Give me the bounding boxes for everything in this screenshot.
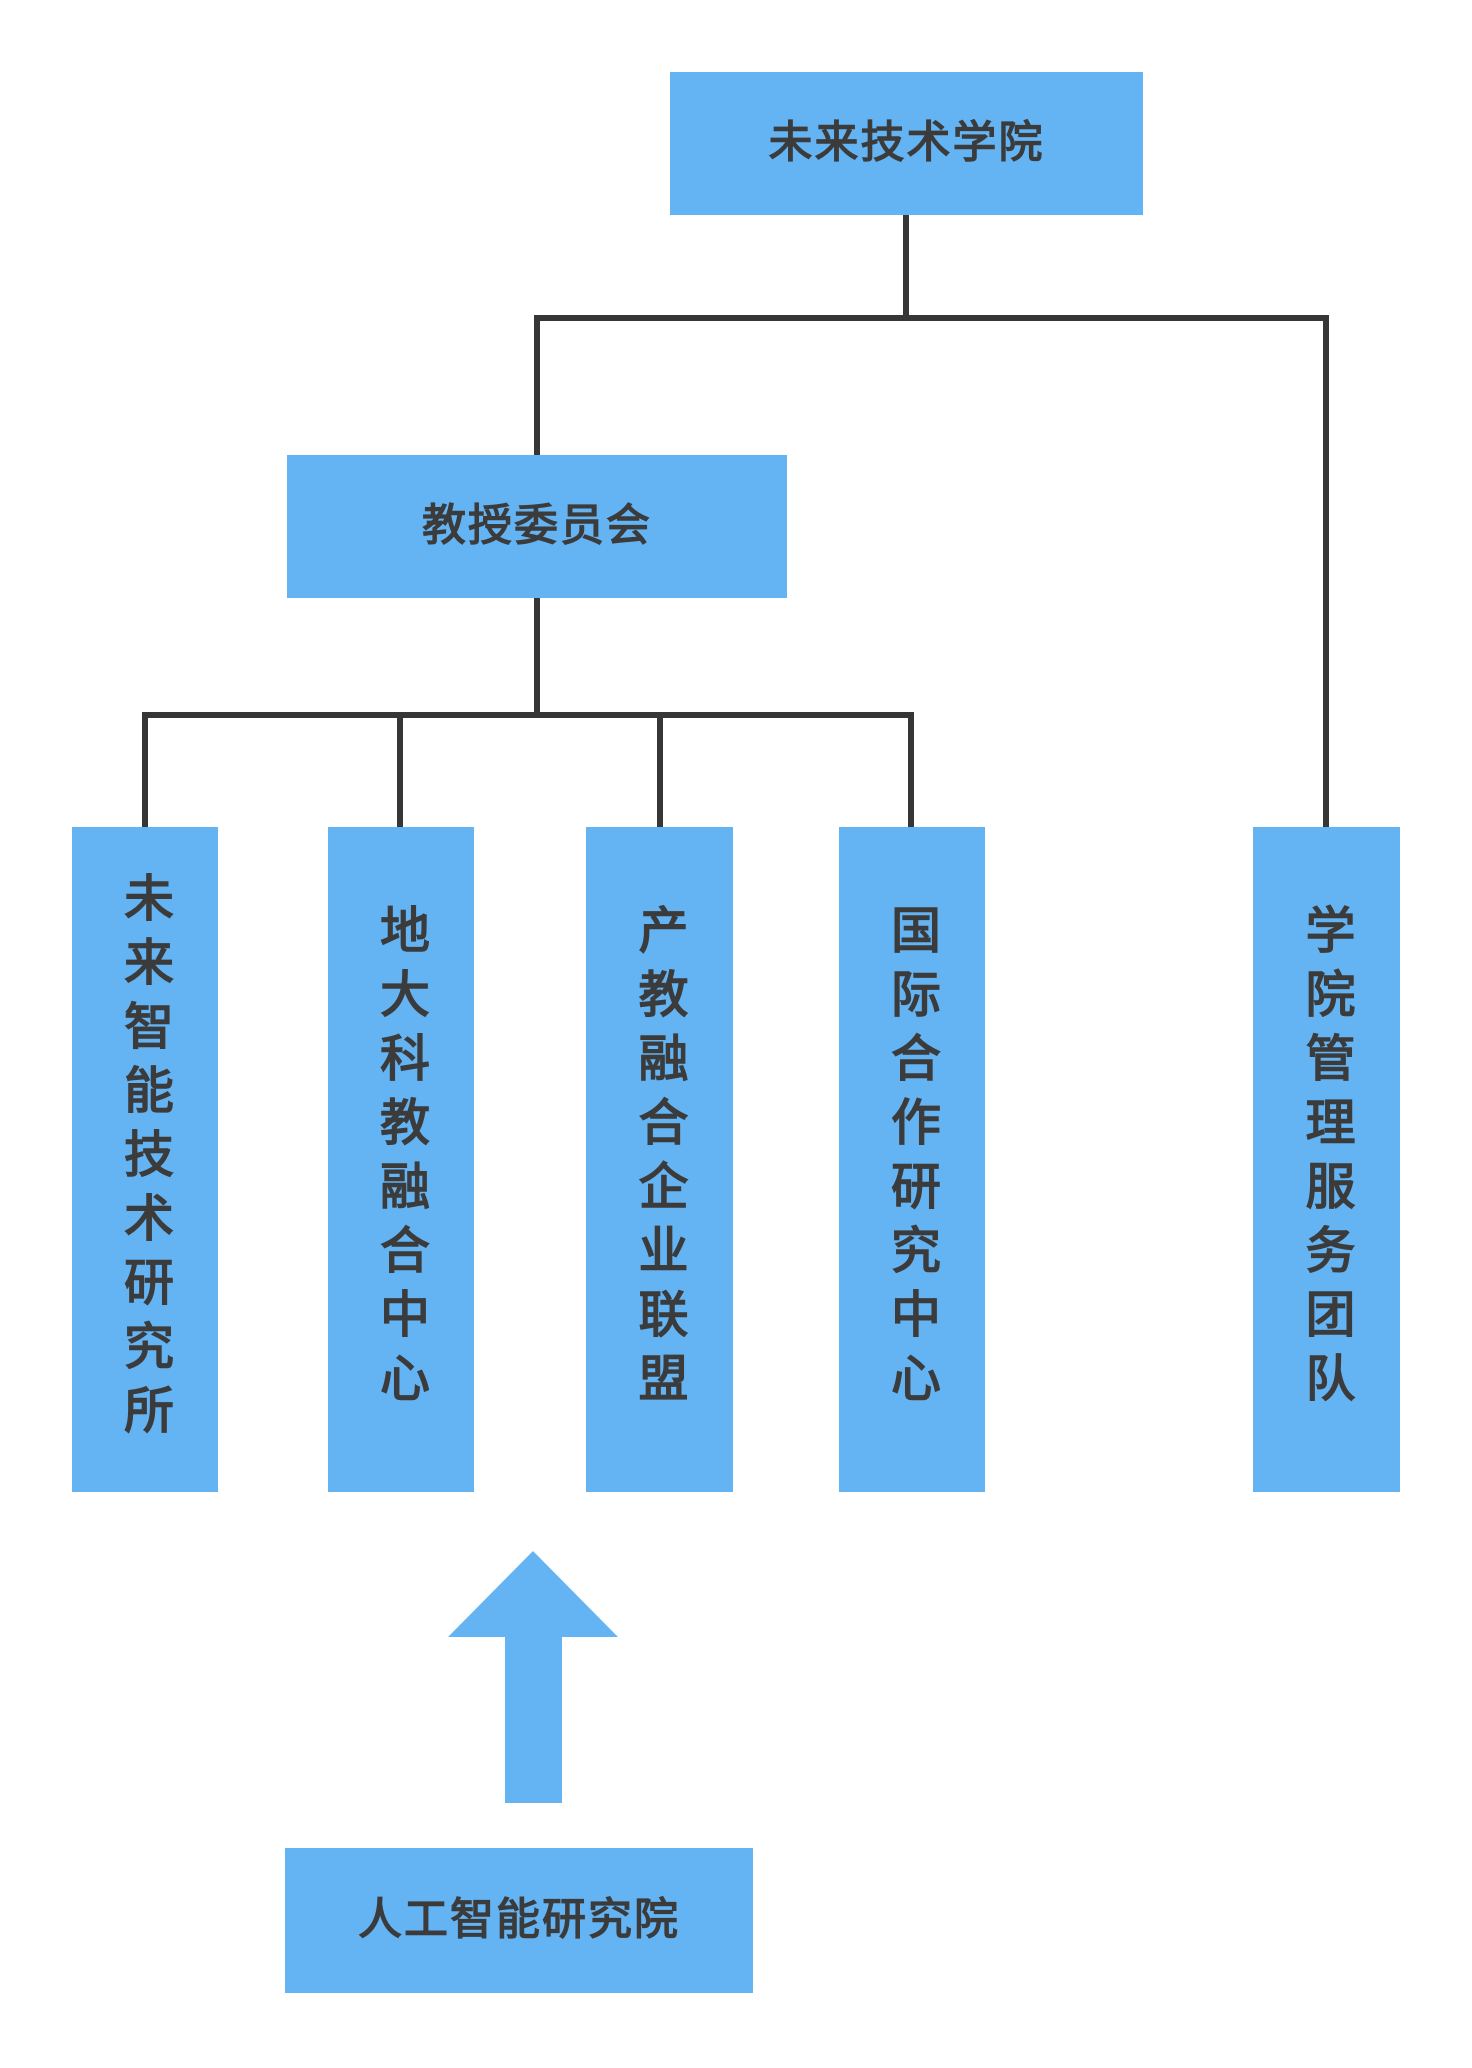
connector-drop-dep3 [908, 712, 914, 827]
connector-level2-horizontal [142, 712, 914, 718]
connector-committee-drop [534, 598, 540, 712]
node-ai-research-institute: 人工智能研究院 [285, 1848, 753, 1993]
node-future-intelligent-tech-institute: 未来智能技术研究所 [72, 827, 218, 1492]
node-label: 未来技术学院 [768, 118, 1045, 168]
connector-committee-riser [534, 315, 540, 455]
connector-level1-horizontal [534, 315, 1329, 321]
node-label: 未来智能技术研究所 [117, 871, 173, 1448]
node-didà-sci-edu-fusion-center: 地大科教融合中心 [328, 827, 474, 1492]
node-future-technology-college: 未来技术学院 [670, 72, 1143, 215]
node-international-cooperation-research-center: 国际合作研究中心 [839, 827, 985, 1492]
connector-drop-dep2 [657, 712, 663, 827]
node-college-management-service-team: 学院管理服务团队 [1253, 827, 1400, 1492]
node-label: 教授委员会 [422, 501, 652, 551]
node-label: 地大科教融合中心 [373, 903, 429, 1416]
node-label: 产教融合企业联盟 [631, 903, 688, 1416]
connector-root-drop [903, 215, 909, 321]
node-professor-committee: 教授委员会 [287, 455, 787, 598]
connector-drop-dep0 [142, 712, 148, 827]
up-arrow-icon [448, 1551, 618, 1803]
node-industry-education-enterprise-alliance: 产教融合企业联盟 [586, 827, 733, 1492]
node-label: 国际合作研究中心 [884, 903, 940, 1416]
node-label: 人工智能研究院 [358, 1895, 680, 1945]
connector-management-drop [1323, 315, 1329, 827]
connector-drop-dep1 [397, 712, 403, 827]
node-label: 学院管理服务团队 [1298, 903, 1355, 1416]
